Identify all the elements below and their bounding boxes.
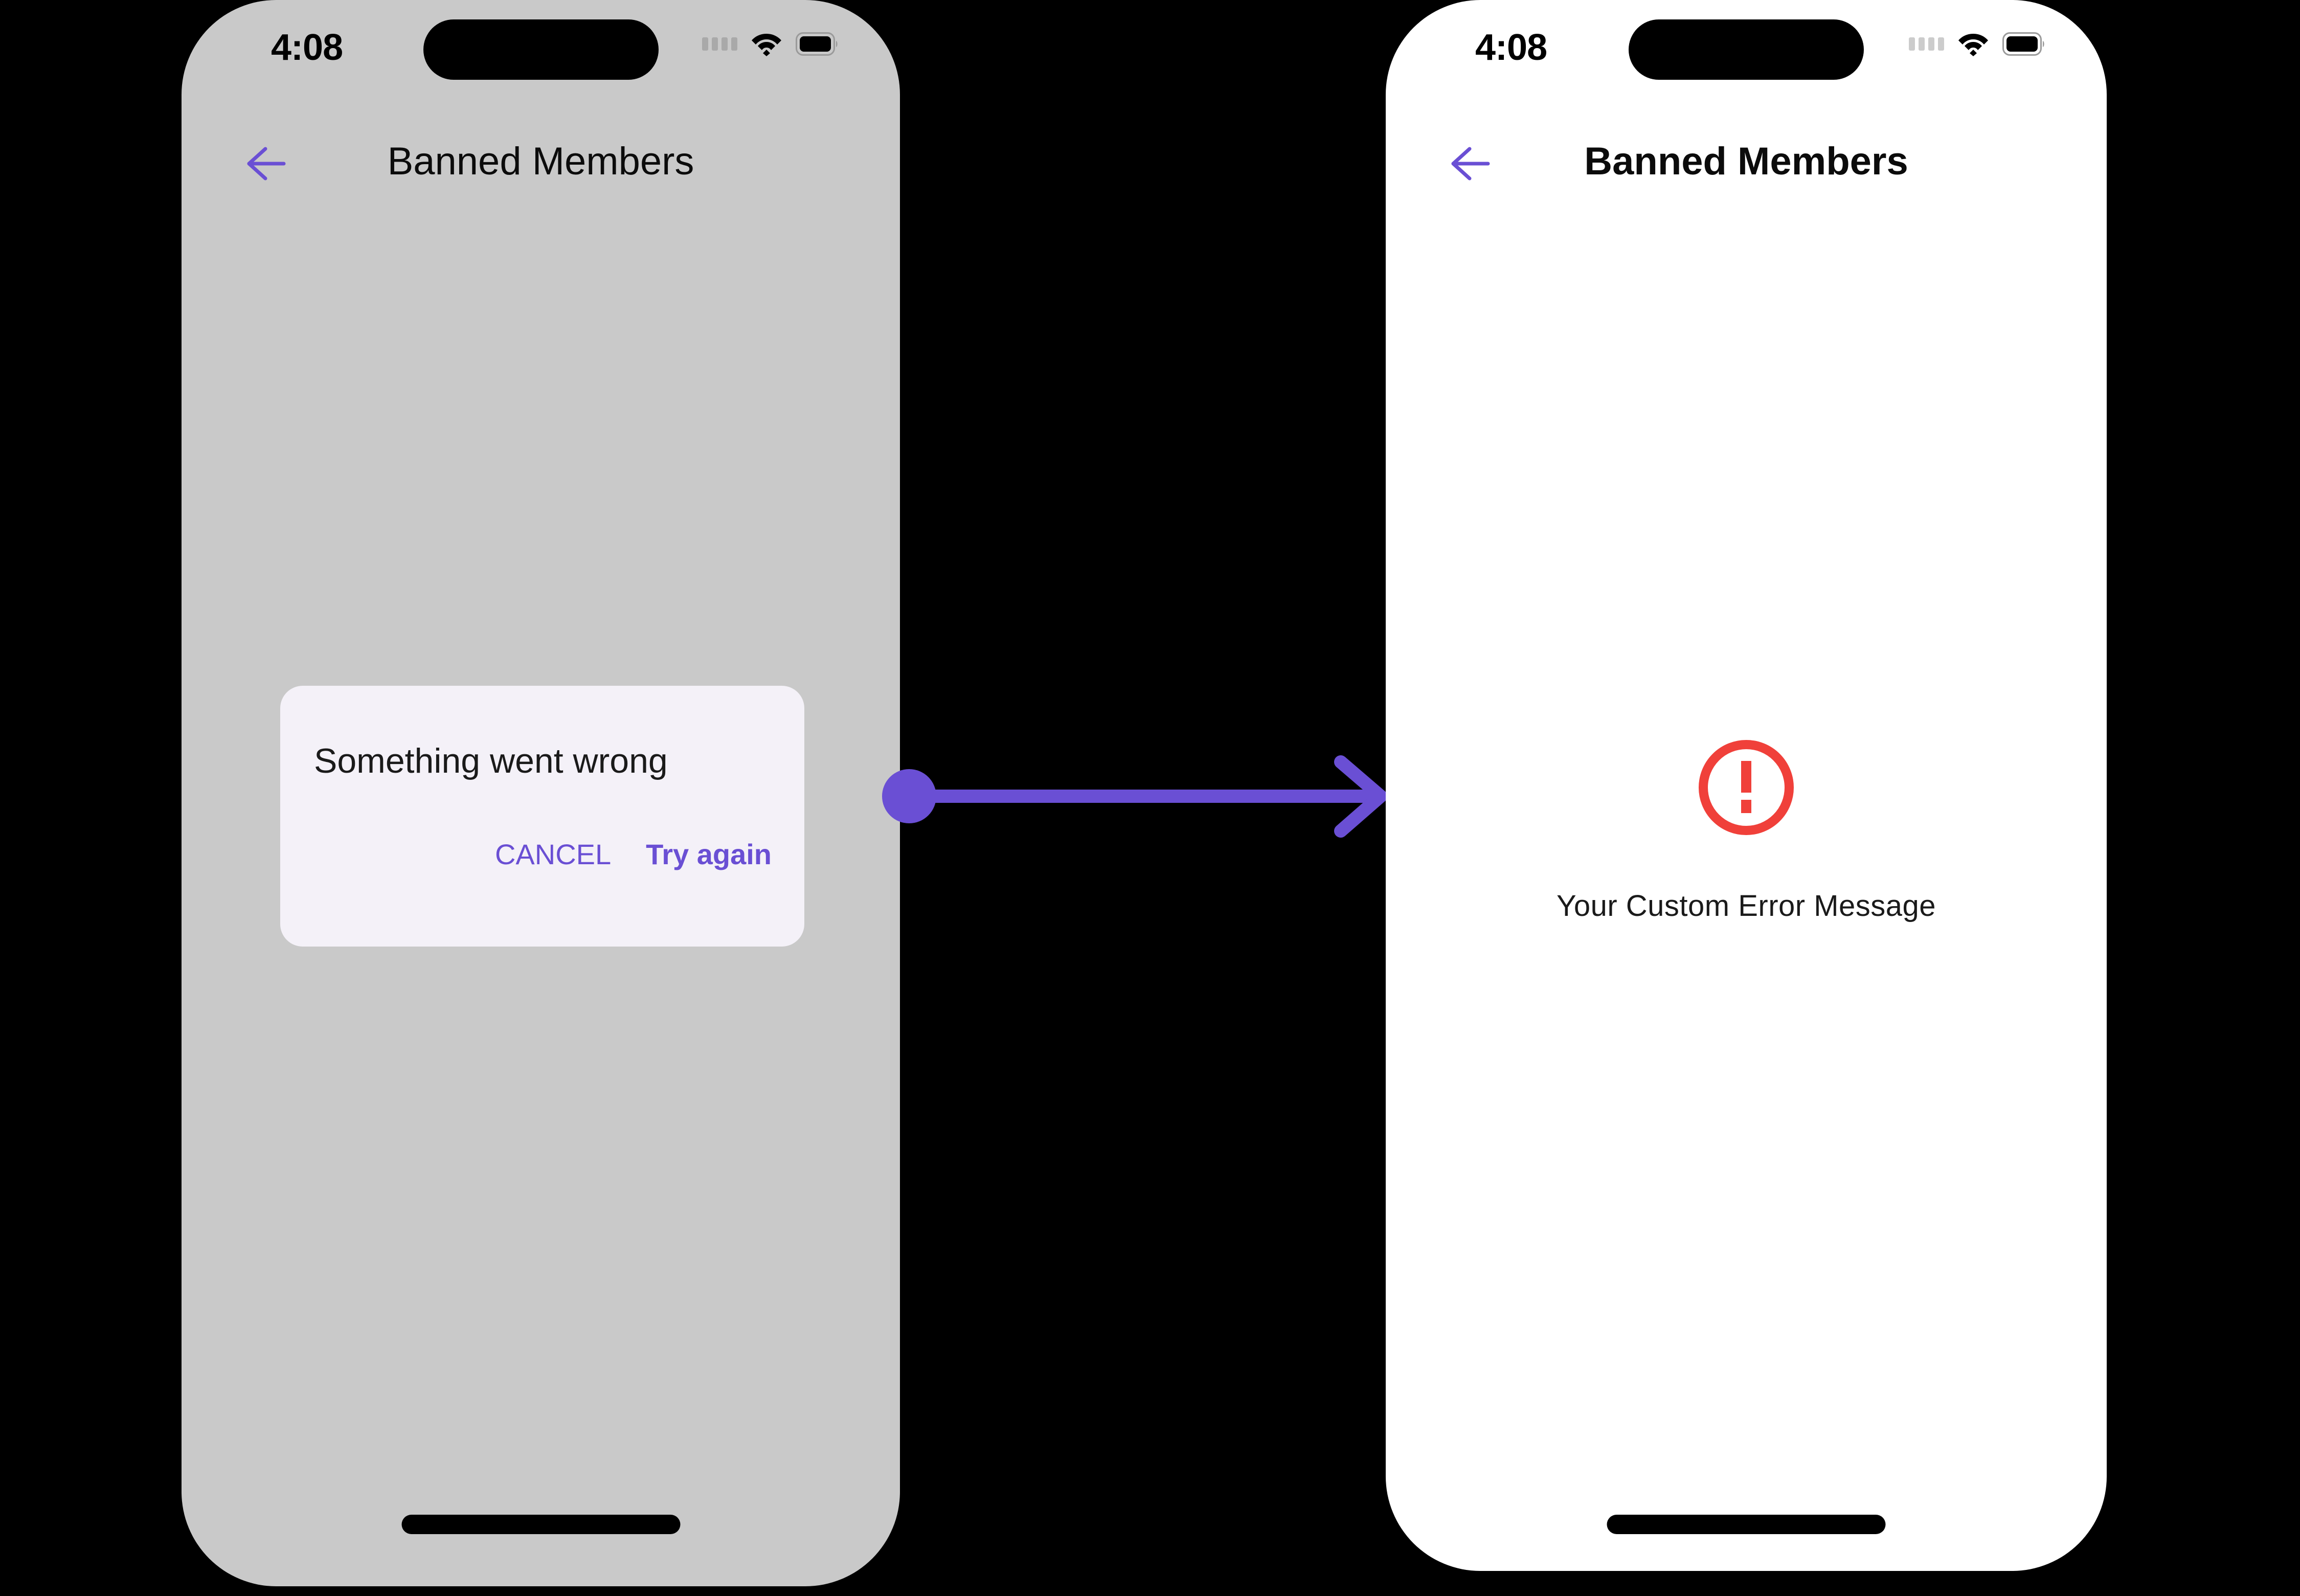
dynamic-island — [1629, 19, 1864, 80]
dynamic-island — [423, 19, 659, 80]
signal-dots-icon — [702, 37, 737, 51]
home-indicator[interactable] — [1607, 1515, 1886, 1534]
page-title: Banned Members — [387, 140, 694, 183]
try-again-button[interactable]: Try again — [646, 838, 772, 870]
error-exclamation-circle-icon — [1699, 740, 1794, 835]
status-bar-indicators — [1909, 27, 2045, 61]
error-state: Your Custom Error Message — [1386, 736, 2107, 923]
phone-screen-after: 4:08 Banned Members — [1386, 0, 2107, 1571]
status-bar: 4:08 — [182, 0, 900, 95]
back-button[interactable] — [1442, 136, 1498, 192]
phone-screen-before: 4:08 Banned Members Something we — [182, 0, 900, 1586]
wifi-icon — [1958, 34, 1988, 56]
status-bar-indicators — [702, 27, 839, 61]
arrow-left-icon — [1451, 147, 1490, 181]
battery-icon — [796, 32, 838, 56]
dialog-title: Something went wrong — [314, 741, 668, 780]
wifi-icon — [752, 34, 781, 56]
arrow-right-connector-icon — [882, 755, 1387, 838]
home-indicator[interactable] — [401, 1515, 680, 1534]
error-message: Your Custom Error Message — [1556, 889, 1936, 923]
back-button[interactable] — [238, 136, 294, 192]
dialog-actions: CANCEL Try again — [495, 838, 772, 871]
signal-dots-icon — [1909, 37, 1944, 51]
battery-icon — [2002, 32, 2044, 56]
nav-header: Banned Members — [182, 130, 900, 197]
arrow-left-icon — [247, 147, 286, 181]
nav-header: Banned Members — [1386, 130, 2107, 197]
status-bar: 4:08 — [1386, 0, 2107, 95]
cancel-button[interactable]: CANCEL — [494, 838, 612, 870]
status-bar-time: 4:08 — [1475, 27, 1547, 68]
page-title: Banned Members — [1584, 140, 1908, 183]
error-dialog: Something went wrong CANCEL Try again — [280, 686, 804, 947]
status-bar-time: 4:08 — [271, 27, 343, 68]
